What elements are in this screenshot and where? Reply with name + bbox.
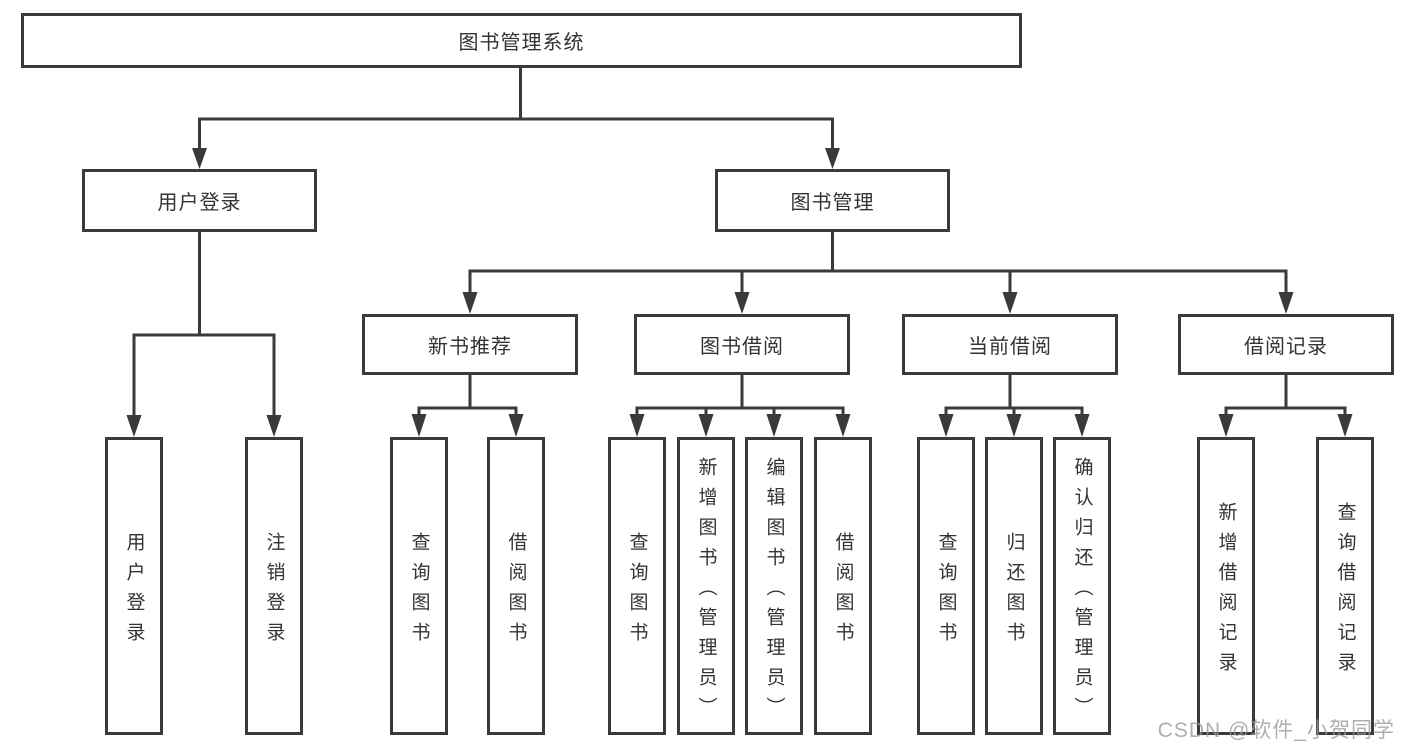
leaf-return-book: 归还图书 (985, 437, 1043, 735)
leaf-borrow-books: 借阅图书 (814, 437, 872, 735)
connector-book-borrow-to-leaves (629, 372, 851, 437)
leaf-return-book-label: 归还图书 (1003, 531, 1025, 652)
leaf-user-login-label: 用户登录 (123, 531, 145, 652)
node-current-borrow-label: 当前借阅 (968, 336, 1052, 358)
node-borrow-records: 借阅记录 (1178, 314, 1394, 375)
leaf-query-books-recommend-label: 查询图书 (408, 531, 430, 652)
connector-borrow-records-to-leaves (1218, 372, 1353, 437)
leaf-confirm-return-admin-label: 确认归还（管理员） (1071, 456, 1093, 727)
node-new-book-recommend-label: 新书推荐 (428, 336, 512, 358)
node-current-borrow: 当前借阅 (902, 314, 1118, 375)
connector-user-login-to-leaves (126, 229, 282, 437)
leaf-edit-book-admin: 编辑图书（管理员） (745, 437, 803, 735)
leaf-query-borrow-record: 查询借阅记录 (1316, 437, 1374, 735)
node-book-borrow-label: 图书借阅 (700, 336, 784, 358)
csdn-watermark: CSDN @软件_小贺同学 (1157, 719, 1395, 742)
leaf-query-books-borrow: 查询图书 (608, 437, 666, 735)
leaf-add-book-admin-label: 新增图书（管理员） (695, 456, 717, 727)
leaf-logout-label: 注销登录 (263, 531, 285, 652)
node-borrow-records-label: 借阅记录 (1244, 336, 1328, 358)
leaf-borrow-books-recommend-label: 借阅图书 (505, 531, 527, 652)
leaf-query-books-current-label: 查询图书 (935, 531, 957, 652)
leaf-borrow-books-label: 借阅图书 (832, 531, 854, 652)
connector-root-to-level2 (192, 65, 840, 169)
leaf-query-books-borrow-label: 查询图书 (626, 531, 648, 652)
node-book-management-label: 图书管理 (790, 192, 875, 214)
node-book-management: 图书管理 (715, 169, 950, 232)
leaf-query-books-current: 查询图书 (917, 437, 975, 735)
node-system-root: 图书管理系统 (21, 13, 1022, 68)
node-new-book-recommend: 新书推荐 (362, 314, 578, 375)
node-book-borrow: 图书借阅 (634, 314, 850, 375)
leaf-add-borrow-record-label: 新增借阅记录 (1215, 501, 1237, 682)
node-user-login-label: 用户登录 (157, 192, 242, 214)
node-system-root-label: 图书管理系统 (458, 32, 585, 54)
leaf-add-borrow-record: 新增借阅记录 (1197, 437, 1255, 735)
leaf-borrow-books-recommend: 借阅图书 (487, 437, 545, 735)
node-user-login: 用户登录 (82, 169, 317, 232)
leaf-logout: 注销登录 (245, 437, 303, 735)
connector-book-management-to-level3 (462, 229, 1294, 314)
leaf-confirm-return-admin: 确认归还（管理员） (1053, 437, 1111, 735)
connector-new-book-to-leaves (411, 372, 524, 437)
leaf-edit-book-admin-label: 编辑图书（管理员） (763, 456, 785, 727)
connector-current-borrow-to-leaves (938, 372, 1090, 437)
leaf-query-books-recommend: 查询图书 (390, 437, 448, 735)
leaf-user-login: 用户登录 (105, 437, 163, 735)
leaf-add-book-admin: 新增图书（管理员） (677, 437, 735, 735)
leaf-query-borrow-record-label: 查询借阅记录 (1334, 501, 1356, 682)
